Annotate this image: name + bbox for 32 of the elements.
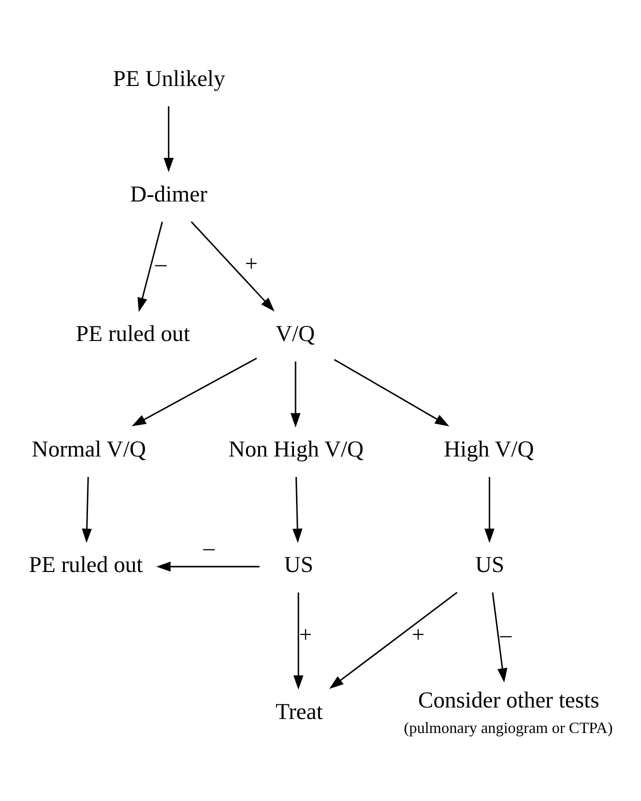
node-text: Normal V/Q [32,436,146,462]
arrow [82,476,92,543]
arrow [138,222,163,312]
arrow [290,361,301,428]
node-label: (pulmonary angiogram or CTPA) [404,720,613,738]
node-text: Consider other tests [418,688,600,713]
edge-label: – [203,534,215,560]
edge-label: + [244,251,258,276]
arrow [334,358,450,426]
edge-label: + [412,622,425,647]
node-text: US [475,552,504,578]
arrow [156,562,260,572]
node-text: V/Q [276,321,315,346]
arrow [293,592,304,690]
node-text: PE Unlikely [113,66,226,91]
edge-label: – [155,251,166,276]
node-text: PE ruled out [28,552,143,578]
arrow [492,592,508,683]
arrow [132,358,257,426]
node-text: PE ruled out [76,321,190,346]
node-text: US [284,552,314,578]
node-text: D-dimer [130,181,208,206]
node-text: High V/Q [444,436,534,462]
node-text: Non High V/Q [228,436,364,462]
node-text: Treat [276,698,323,724]
edge-label: – [500,622,512,647]
arrow [292,476,302,543]
arrow [190,221,275,312]
arrow [329,592,458,689]
edge-label: + [299,622,312,647]
arrow [484,477,494,543]
arrow [164,106,174,172]
